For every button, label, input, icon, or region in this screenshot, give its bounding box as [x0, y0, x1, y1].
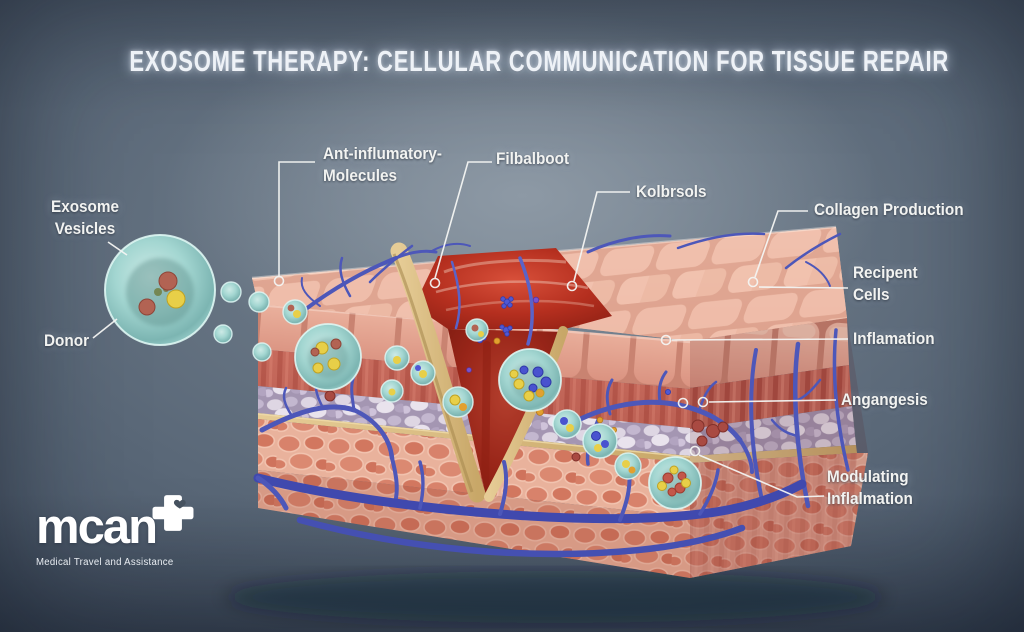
page-title-text: EXOSOME THERAPY: CELLULAR COMMUNICATION …	[129, 46, 950, 78]
tissue-block	[104, 225, 868, 578]
label-anti-inflammatory-molecules: Ant-influmatory- Molecules	[323, 144, 442, 185]
donor-cell	[104, 234, 216, 346]
exosome-vesicle	[213, 281, 702, 510]
label-inflammation: Inflamation	[853, 329, 935, 348]
label-collagen-production: Collagen Production	[814, 200, 964, 219]
logo-plus-icon	[152, 495, 194, 531]
label-kolbrsols: Kolbrsols	[636, 182, 707, 201]
label-filbalboot: Filbalboot	[496, 149, 570, 168]
wound-edge-left	[390, 242, 486, 503]
red-blood-cells	[324, 390, 729, 462]
label-recipient-cells: Recipent Cells	[853, 263, 918, 304]
mcan-logo-text: mcan	[36, 500, 158, 554]
page-title: EXOSOME THERAPY: CELLULAR COMMUNICATION …	[0, 46, 1024, 79]
label-modulating-inflammation: Modulating Inflalmation	[827, 467, 913, 508]
wound-edge-right	[484, 326, 568, 502]
exosome-vesicles-group	[104, 234, 702, 510]
label-donor: Donor	[44, 331, 90, 350]
block-shadow	[225, 571, 885, 623]
label-exosome-vesicles: Exosome Vesicles	[50, 197, 120, 238]
mcan-logo: mcan Medical Travel and Assistance	[36, 495, 194, 568]
logo-tagline: Medical Travel and Assistance	[36, 557, 174, 568]
label-angiogenesis: Angangesis	[841, 390, 928, 409]
